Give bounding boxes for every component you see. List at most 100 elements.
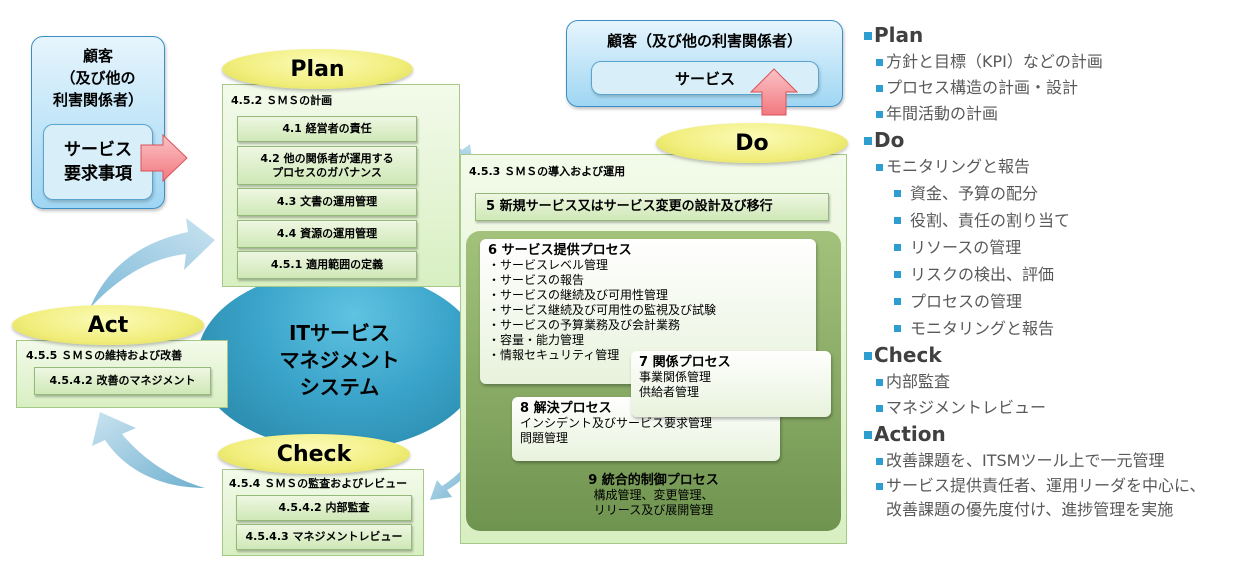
summary-heading-label: Check [874,343,942,367]
customer-top-title: 顧客（及び他の利害関係者） [606,32,802,50]
summary-heading-action: Action [864,421,1254,448]
act-item: 4.5.4.2 改善のマネジメント [34,367,211,395]
summary-item: 改善課題を、ITSMツール上で一元管理 [864,448,1254,474]
summary-item-label: プロセス構造の計画・設計 [886,78,1079,97]
summary-subitem-label: リソースの管理 [910,238,1022,257]
summary-heading-label: Do [874,128,905,152]
process-6-item: ・サービスレベル管理 [488,258,609,272]
customer-title-line: （及び他の [60,69,136,87]
do-item-5: 5 新規サービス又はサービス変更の設計及び移行 [475,193,829,221]
plan-item-label: 4.5.1 適用範囲の定義 [270,258,384,271]
act-panel: 4.5.5 ＳＭＳの維持および改善 4.5.4.2 改善のマネジメント [16,340,228,408]
process-6-title: 6 サービス提供プロセス [488,243,632,258]
process-7-item: 事業関係管理 [639,370,712,384]
summary-subitem: リスクの検出、評価 [864,261,1254,288]
customer-box-top: 顧客（及び他の利害関係者） サービス [566,20,843,107]
bullet-icon [876,483,883,490]
bullet-icon [876,457,883,465]
do-item-5-label: 5 新規サービス又はサービス変更の設計及び移行 [486,199,773,214]
summary-item-label: 年間活動の計画 [886,104,999,123]
summary-item-label: モニタリングと報告 [886,157,1031,176]
summary-item-label: 方針と目標（KPI）などの計画 [886,52,1103,71]
summary-subitem-label: プロセスの管理 [910,292,1023,311]
process-7-card: 7 関係プロセス 事業関係管理 供給者管理 [631,351,831,417]
summary-heading-label: Plan [874,23,924,47]
plan-item-label: 4.3 文書の運用管理 [276,195,378,208]
process-7-item: 供給者管理 [639,385,700,399]
act-oval: Act [12,305,204,345]
bullet-icon [864,31,872,40]
check-label: Check [276,441,352,467]
summary-subitem: 資金、予算の配分 [864,180,1254,207]
summary-heading-check: Check [864,342,1254,369]
summary-subitem: プロセスの管理 [864,288,1254,315]
do-label: Do [735,130,769,156]
summary-item: サービス提供責任者、運用リーダを中心に、改善課題の優先度付け、進捗管理を実施 [864,474,1254,522]
plan-item: 4.4 資源の運用管理 [237,220,417,248]
bullet-icon [876,110,883,118]
service-label: サービス [674,69,735,88]
core-line: マネジメント [279,347,400,372]
itsm-core-ellipse: ITサービス マネジメント システム [197,270,482,450]
check-panel: 4.5.4 ＳＭＳの監査およびレビュー 4.5.4.2 内部監査 4.5.4.3… [222,469,424,556]
requirements-arrow-icon [140,134,188,182]
process-8-item: インシデント及びサービス要求管理 [520,416,713,430]
check-item: 4.5.4.2 内部監査 [236,495,412,521]
summary-item: プロセス構造の計画・設計 [864,75,1254,101]
act-item-label: 4.5.4.2 改善のマネジメント [49,374,196,387]
process-7-title: 7 関係プロセス [639,355,731,370]
process-9-title: 9 統合的制御プロセス [588,473,719,488]
arrow-do-to-check-icon [430,450,478,500]
summary-subitem-label: リスクの検出、評価 [910,265,1055,284]
bullet-icon [894,298,901,305]
summary-item: 方針と目標（KPI）などの計画 [864,49,1254,75]
bullet-icon [894,325,901,332]
summary-heading-label: Action [874,422,946,446]
service-requirements-line: 要求事項 [64,164,132,184]
summary-subitem-label: 資金、予算の配分 [910,184,1039,203]
service-requirements-box: サービス 要求事項 [43,124,153,200]
summary-item: 年間活動の計画 [864,101,1254,127]
plan-item-label: 4.2 他の関係者が運用する [260,151,394,165]
plan-item-label: プロセスのガバナンス [272,165,382,179]
bullet-icon [864,136,872,145]
process-9-item: リリース及び展開管理 [593,503,714,517]
summary-item: マネジメントレビュー [864,395,1254,421]
do-panel-title: 4.5.3 ＳＭＳの導入および運用 [469,165,626,178]
service-arrow-icon [750,68,798,116]
customer-title-line: 利害関係者） [52,91,143,109]
bullet-icon [876,378,883,386]
check-oval: Check [218,434,410,474]
check-item-label: 4.5.4.3 マネジメントレビュー [245,530,403,543]
summary-item-label: 改善課題の優先度付け、進捗管理を実施 [886,500,1174,519]
customer-title-line: 顧客 [82,47,113,65]
customer-box-left: 顧客 （及び他の 利害関係者） サービス 要求事項 [31,36,165,209]
core-line: ITサービス [288,320,391,345]
summary-item-label: サービス提供責任者、運用リーダを中心に、 [886,476,1206,495]
bullet-icon [894,190,901,197]
pdca-summary: Plan 方針と目標（KPI）などの計画 プロセス構造の計画・設計 年間活動の計… [864,22,1254,522]
process-6-item: ・サービスの予算業務及び会計業務 [488,318,681,332]
bullet-icon [894,244,901,251]
process-9-item: 構成管理、変更管理、 [593,488,714,502]
summary-item-label: 改善課題を、ITSMツール上で一元管理 [886,451,1165,470]
plan-panel: 4.5.2 ＳＭＳの計画 4.1 経営者の責任 4.2 他の関係者が運用するプロ… [222,84,460,287]
arrow-act-to-plan-icon [90,218,215,308]
bullet-icon [864,351,872,360]
summary-subitem-label: 役割、責任の割り当て [910,211,1071,230]
plan-item-label: 4.1 経営者の責任 [282,122,372,135]
plan-item-label: 4.4 資源の運用管理 [276,227,378,240]
check-panel-title: 4.5.4 ＳＭＳの監査およびレビュー [229,477,408,490]
bullet-icon [876,404,883,412]
summary-item: モニタリングと報告 [864,154,1254,180]
bullet-icon [876,84,883,92]
process-6-item: ・容量・能力管理 [488,333,585,347]
summary-subitem: 役割、責任の割り当て [864,207,1254,234]
bullet-icon [864,430,872,439]
summary-heading-do: Do [864,127,1254,154]
bullet-icon [894,217,901,224]
check-item-label: 4.5.4.2 内部監査 [278,501,370,514]
summary-subitem: リソースの管理 [864,234,1254,261]
arrow-check-to-act-icon [92,412,205,488]
process-6-item: ・サービス継続及び可用性の監視及び試験 [488,303,717,317]
